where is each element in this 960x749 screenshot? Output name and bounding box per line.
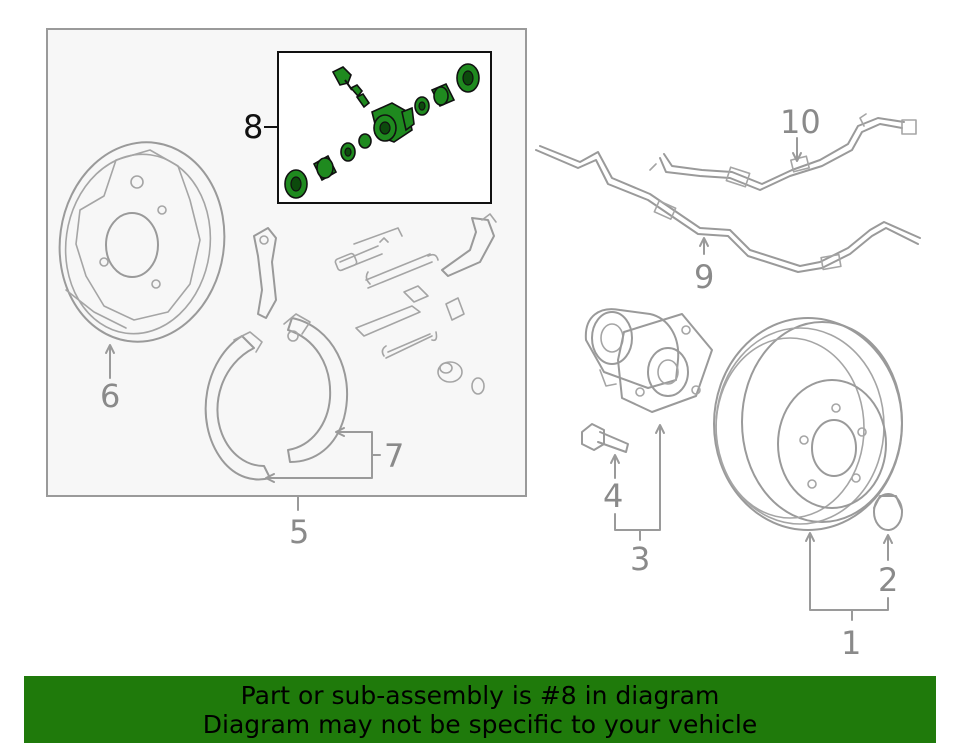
brake-line-part-9 <box>535 145 921 273</box>
callout-2: 2 <box>878 561 898 599</box>
callout-9: 9 <box>694 258 714 296</box>
hub-cap-part-2 <box>873 493 903 531</box>
parking-lever <box>253 227 277 319</box>
callout-1: 1 <box>841 624 861 662</box>
callout-7: 7 <box>384 437 404 475</box>
callout-10: 10 <box>780 103 821 141</box>
brake-drum-part-1 <box>713 317 903 531</box>
hub-bolt-part-4 <box>581 423 629 453</box>
brake-hose-part-10 <box>649 113 917 191</box>
hub-bearing-part-3 <box>584 308 713 413</box>
leader-1 <box>809 533 889 611</box>
banner-line-2: Diagram may not be specific to your vehi… <box>202 709 758 739</box>
leader-3 <box>614 425 661 531</box>
backing-plate-part-6 <box>58 141 226 343</box>
brake-hardware <box>334 213 497 395</box>
callout-3: 3 <box>630 540 650 578</box>
callout-4: 4 <box>603 477 623 515</box>
wheel-cylinder-part-8[interactable] <box>284 63 480 199</box>
info-banner: Part or sub-assembly is #8 in diagram Di… <box>24 676 936 743</box>
banner-line-1: Part or sub-assembly is #8 in diagram <box>240 680 720 710</box>
callout-8: 8 <box>243 108 263 146</box>
callout-6: 6 <box>100 377 120 415</box>
callout-5: 5 <box>289 513 309 551</box>
parts-diagram: 8 6 7 <box>46 28 921 662</box>
